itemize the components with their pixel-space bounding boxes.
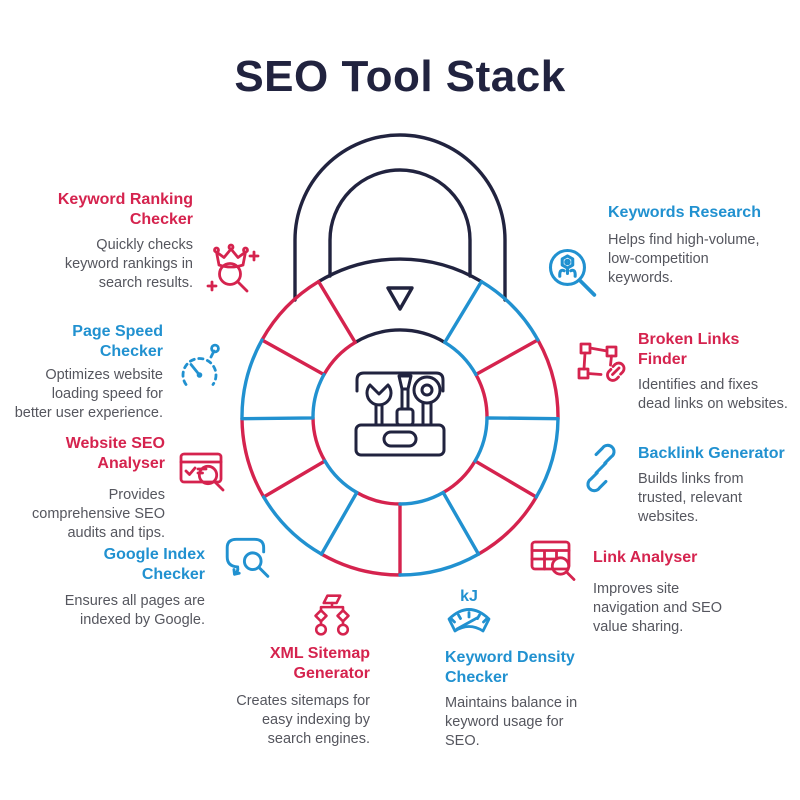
item-title: Page Speed Checker <box>72 323 163 360</box>
item-description: Optimizes website loading speed for bett… <box>14 367 163 422</box>
item-broken-links-finder: Broken Links Finder Identifies and fixes… <box>577 330 797 440</box>
item-description: Builds links from trusted, relevant webs… <box>638 471 744 526</box>
item-page-speed-checker: Page Speed Checker Optimizes website loa… <box>8 322 240 427</box>
item-keyword-ranking-checker: Keyword Ranking Checker Quickly checks k… <box>40 190 265 315</box>
item-description: Ensures all pages are indexed by Google. <box>64 593 205 629</box>
sitemap-icon <box>310 590 354 638</box>
item-title: XML Sitemap Generator <box>269 645 370 682</box>
item-title: Keyword Ranking Checker <box>57 191 193 228</box>
speedometer-icon <box>175 342 225 390</box>
table-search-icon <box>528 534 576 584</box>
item-keyword-density-checker: kJ Keyword Density Checker Maintains bal… <box>445 586 615 751</box>
item-title: Website SEO Analyser <box>65 435 165 472</box>
item-title: Google Index Checker <box>103 546 205 583</box>
item-google-index-checker: Google Index Checker Ensures all pages a… <box>50 532 275 637</box>
wheel-ring <box>240 279 560 577</box>
item-description: Helps find high-volume, low-competition … <box>608 232 760 287</box>
item-description: Provides comprehensive SEO audits and ti… <box>32 487 165 542</box>
item-backlink-generator: Backlink Generator Builds links from tru… <box>578 430 798 545</box>
item-keywords-research: Keywords Research Helps find high-volume… <box>545 203 780 318</box>
item-title: Backlink Generator <box>638 445 785 462</box>
item-link-analyser: Link Analyser Improves site navigation a… <box>528 530 753 640</box>
item-title: Keyword Density Checker <box>445 649 575 686</box>
page-title: SEO Tool Stack <box>234 52 566 101</box>
broken-link-icon <box>577 336 627 392</box>
item-title: Link Analyser <box>593 549 698 566</box>
gauge-kj-icon: kJ <box>445 586 493 642</box>
item-website-seo-analyser: Website SEO Analyser Provides comprehens… <box>25 430 253 560</box>
chat-search-icon <box>222 532 272 580</box>
item-xml-sitemap-generator: XML Sitemap Generator Creates sitemaps f… <box>233 590 370 750</box>
toolbox-icon <box>354 371 446 457</box>
item-description: Identifies and fixes dead links on websi… <box>638 377 788 413</box>
browser-audit-icon <box>178 446 226 494</box>
item-description: Maintains balance in keyword usage for S… <box>445 695 578 750</box>
crown-search-icon <box>206 240 260 298</box>
item-description: Quickly checks keyword rankings in searc… <box>64 237 193 292</box>
item-description: Creates sitemaps for easy indexing by se… <box>236 693 370 748</box>
key-search-icon <box>545 245 602 302</box>
padlock-shackle <box>293 133 507 345</box>
item-title: Keywords Research <box>608 204 761 221</box>
chain-link-icon <box>578 438 624 498</box>
item-description: Improves site navigation and SEO value s… <box>593 581 722 636</box>
item-title: Broken Links Finder <box>638 331 740 368</box>
gauge-kj-label: kJ <box>460 588 478 605</box>
triangle-down-icon <box>386 286 414 311</box>
